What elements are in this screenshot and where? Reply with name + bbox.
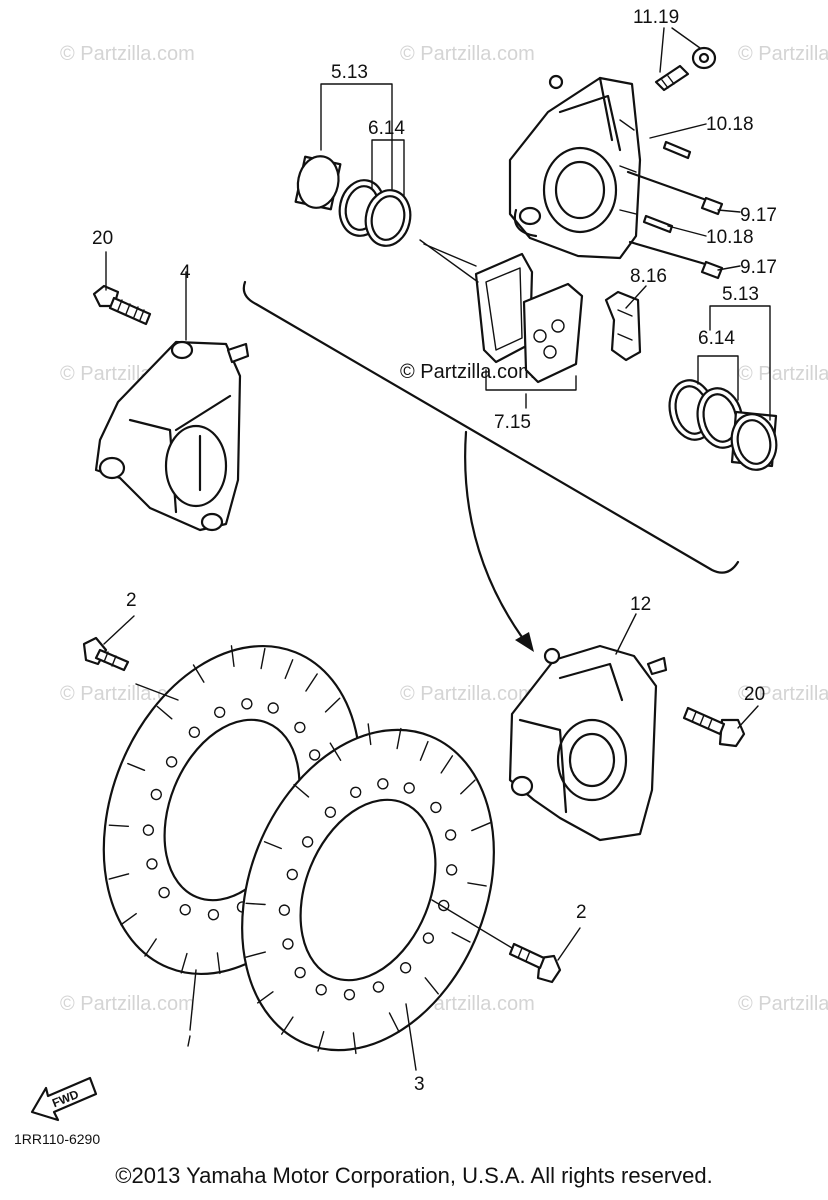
label-6-14-right: 6.14 (698, 328, 735, 349)
label-10-18-top: 10.18 (706, 114, 754, 135)
watermark-center: © Partzilla.com (400, 361, 535, 383)
pistons-seals-top (294, 155, 412, 247)
assembly-arrow-head (515, 632, 534, 652)
watermark: © Partzilla.com (738, 43, 828, 65)
label-4: 4 (180, 262, 191, 283)
caliper-left (94, 340, 250, 532)
pad-pins-and-clips (626, 140, 724, 280)
watermark: © Partzilla.com (738, 993, 828, 1015)
watermark: © Partzilla.com (400, 683, 535, 705)
watermark: © Partzilla.com (400, 43, 535, 65)
label-2-bottom: 2 (576, 902, 587, 923)
watermark: © Partzilla.com (60, 43, 195, 65)
leader-lines (103, 27, 771, 1071)
copyright-notice: ©2013 Yamaha Motor Corporation, U.S.A. A… (115, 1163, 713, 1188)
assembly-arrow (464, 430, 526, 642)
label-10-18-bottom: 10.18 (706, 227, 754, 248)
label-3: 3 (414, 1074, 425, 1095)
label-20-left: 20 (92, 228, 113, 249)
bolt-right (682, 706, 746, 748)
part-labels: 11.19 5.13 6.14 10.18 9.17 10.18 9.17 20… (92, 7, 777, 1095)
label-5-13-right: 5.13 (722, 284, 759, 305)
brake-pads (474, 252, 584, 384)
diagram-code: 1RR110-6290 (14, 1131, 100, 1147)
label-5-13-top: 5.13 (331, 62, 368, 83)
label-8-16: 8.16 (630, 266, 667, 287)
disc-bolt-bottom (508, 942, 562, 984)
brake-disc-right (241, 723, 495, 1055)
watermark: © Partzilla.com (738, 683, 828, 705)
label-20-right: 20 (744, 684, 765, 705)
label-9-17-bottom: 9.17 (740, 257, 777, 278)
bolt-left (92, 284, 152, 326)
label-12: 12 (630, 594, 651, 615)
pistons-seals-right (668, 379, 778, 471)
bleed-screw (654, 46, 717, 92)
caliper-exploded-top (508, 74, 642, 260)
disc-bolt-top (82, 636, 130, 672)
caliper-right (508, 644, 668, 842)
watermark: © Partzilla.com (738, 363, 828, 385)
label-6-14-top: 6.14 (368, 118, 405, 139)
watermarks: © Partzilla.com © Partzilla.com © Partzi… (60, 43, 828, 1015)
label-11-19: 11.19 (633, 7, 679, 28)
label-7-15: 7.15 (494, 412, 531, 433)
pad-spring (604, 290, 642, 362)
label-2-top: 2 (126, 590, 137, 611)
forward-arrow-icon: FWD (30, 1076, 98, 1122)
watermark: © Partzilla.com (60, 993, 195, 1015)
exploded-view-bracket (242, 280, 740, 574)
label-9-17-top: 9.17 (740, 205, 777, 226)
